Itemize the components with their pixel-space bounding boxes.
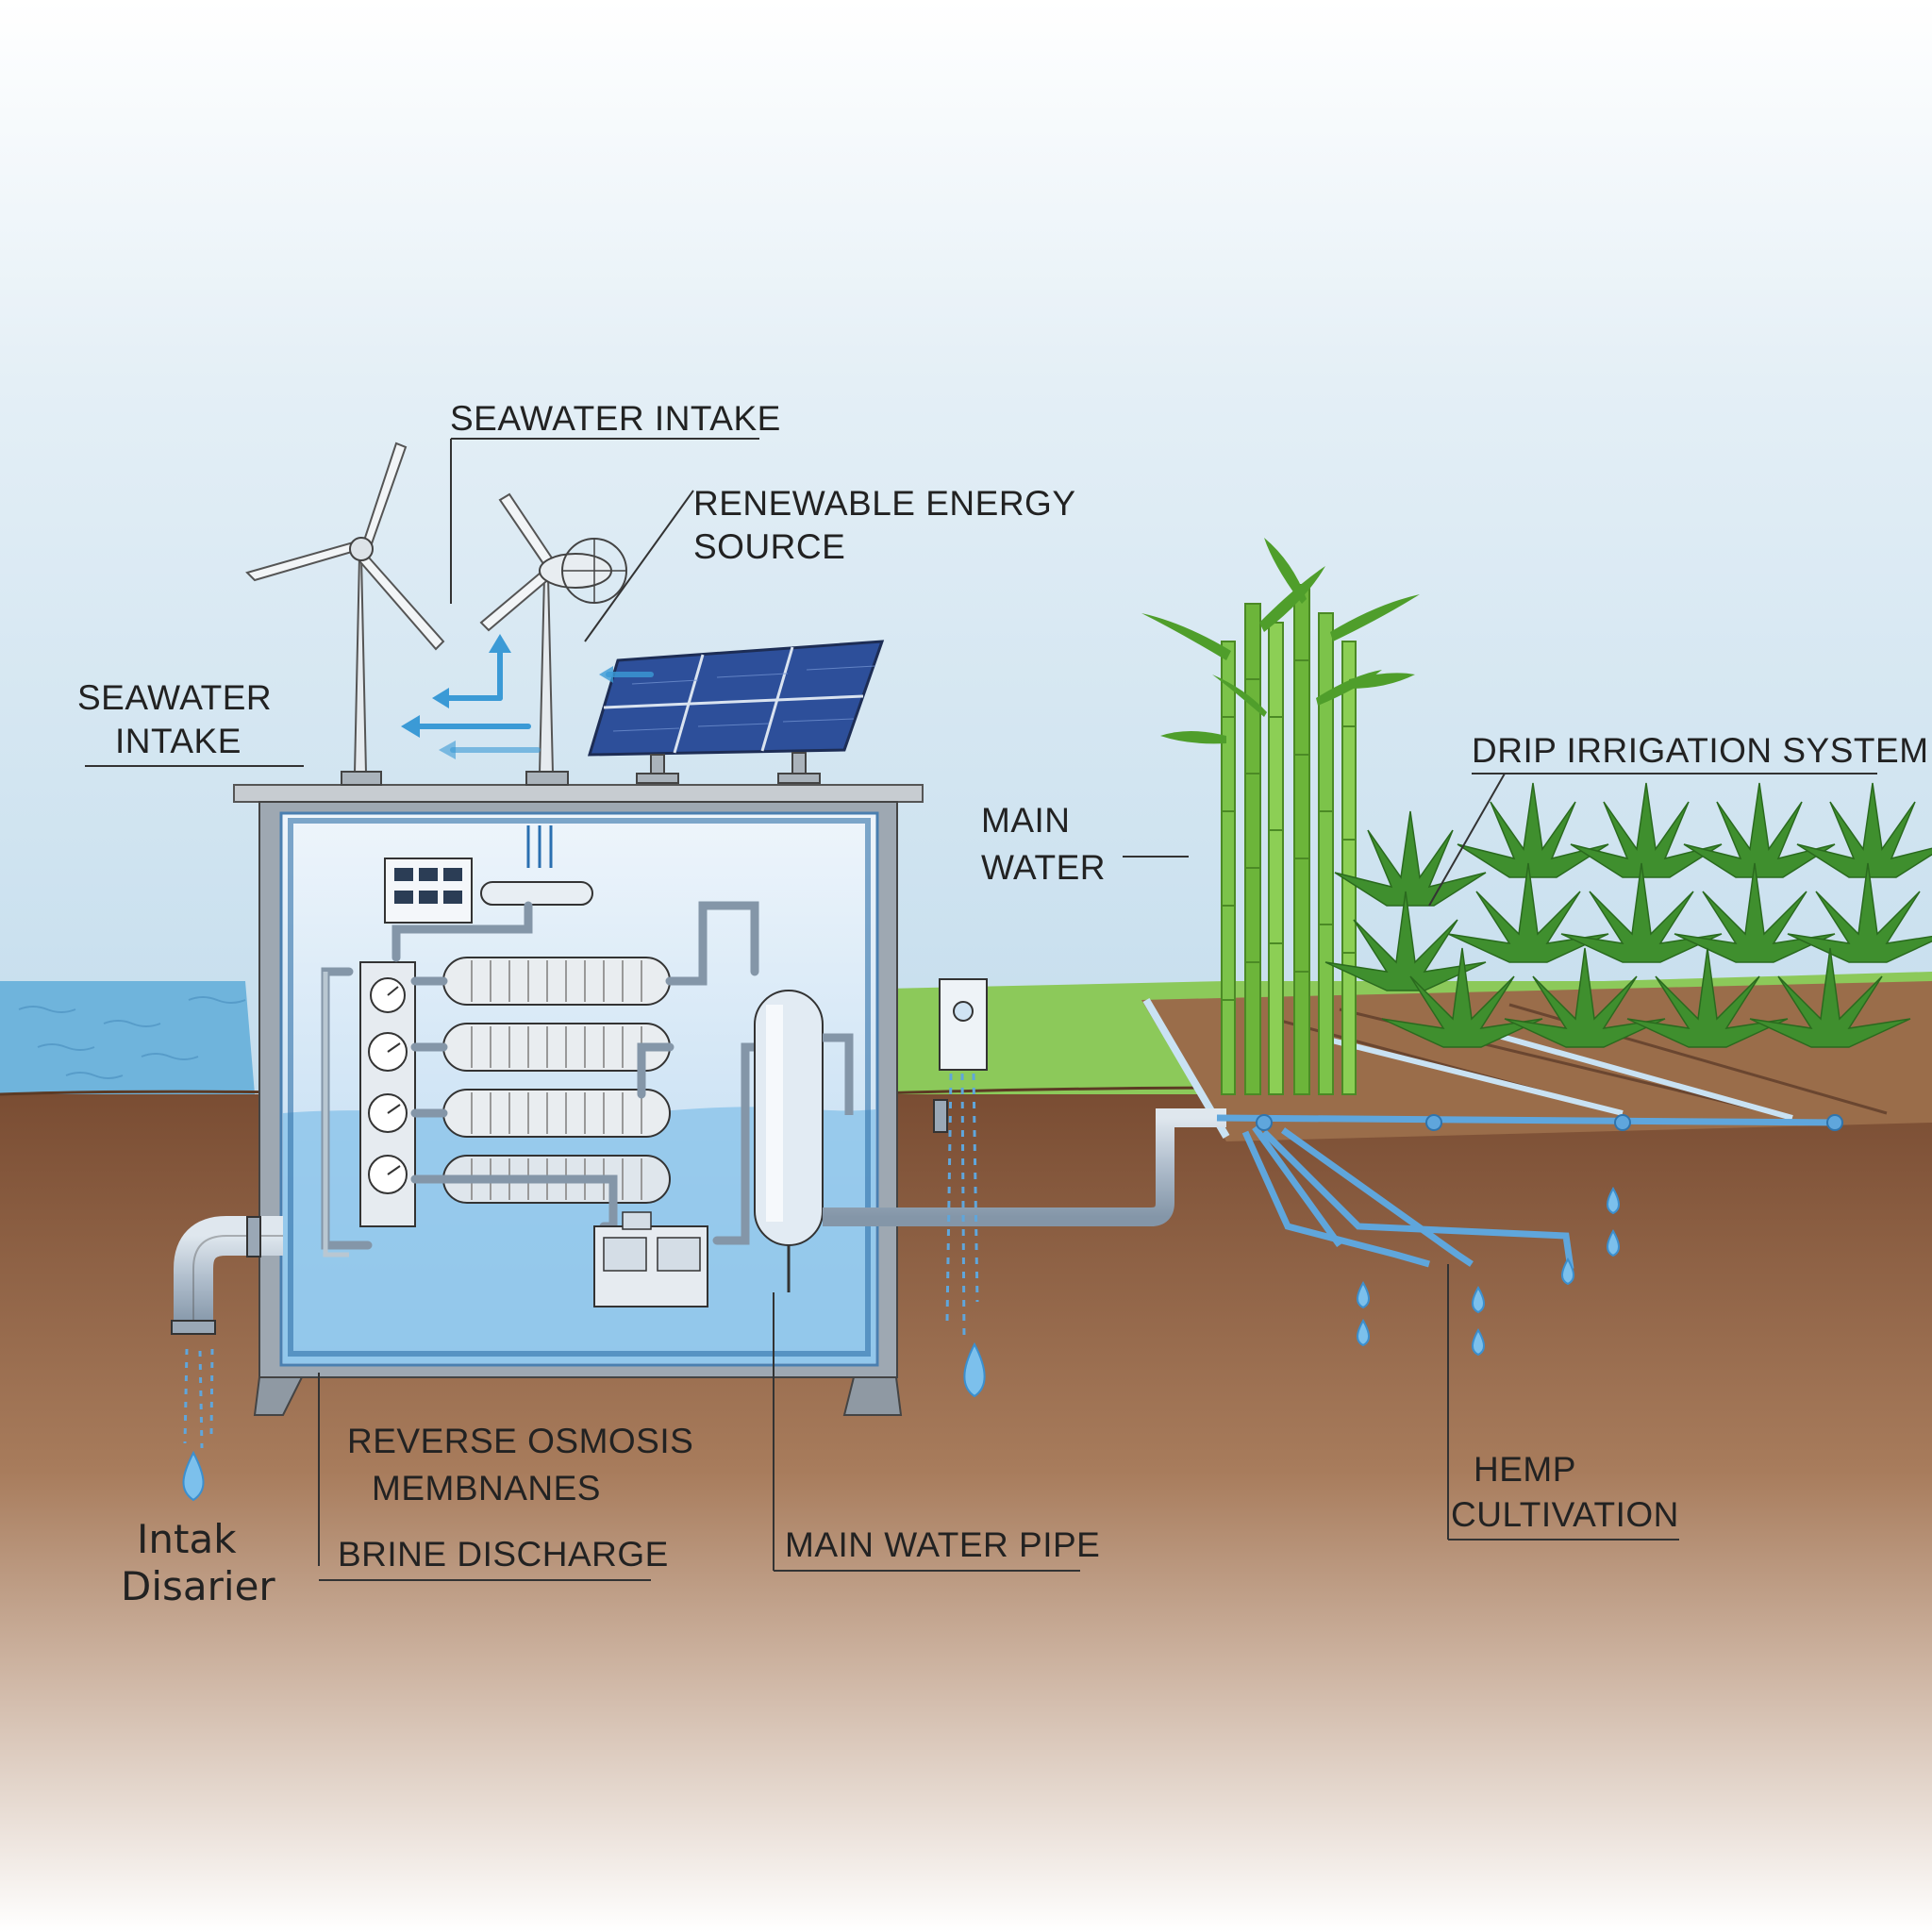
label-reverse-osmosis-line1: REVERSE OSMOSIS: [347, 1422, 693, 1460]
label-renewable-energy-line2: SOURCE: [693, 527, 845, 566]
outflow-stream: [945, 1073, 979, 1341]
label-main-water-line1: MAIN: [981, 801, 1071, 840]
seawater-intake-pipe: [171, 1216, 283, 1335]
hemp-plant-icon: [1324, 782, 1932, 1048]
label-main-water-pipe: MAIN WATER PIPE: [785, 1525, 1100, 1564]
outdoor-valve-box: [939, 978, 988, 1071]
high-pressure-pump: [593, 1211, 708, 1307]
inflow-lines: [526, 825, 553, 868]
label-seawater-intake-top: SEAWATER INTAKE: [450, 399, 781, 438]
label-intake-line1: Intak: [137, 1516, 237, 1562]
leader-lines: [85, 438, 1877, 1581]
flow-arrow-icon: [412, 648, 654, 753]
membrane-3: [442, 1089, 671, 1138]
solar-panel-icon: [587, 640, 885, 784]
drip-irrigation-lines: [1216, 1114, 1840, 1270]
drip-emitters: [1256, 1114, 1843, 1131]
bamboo-icon: [1221, 584, 1357, 1095]
reverse-osmosis-membranes: [442, 957, 671, 1204]
label-seawater-intake-left-line2: INTAKE: [115, 722, 242, 760]
main-water-outlet-pipe: [823, 1033, 1226, 1226]
soil-water-drops: [1357, 1186, 1620, 1357]
label-main-water-line2: WATER: [981, 848, 1106, 887]
pressure-vessel: [754, 990, 824, 1292]
label-seawater-intake-left-line1: SEAWATER: [77, 678, 272, 717]
bamboo-leaves: [1141, 538, 1420, 744]
label-intake-line2: Disarier: [121, 1563, 275, 1609]
wind-turbine-icon: [245, 441, 445, 786]
label-drip-irrigation: DRIP IRRIGATION SYSTEM: [1472, 731, 1929, 770]
label-renewable-energy-line1: RENEWABLE ENERGY: [693, 484, 1076, 523]
control-panel-icon: [384, 858, 473, 924]
label-reverse-osmosis-line2: MEMBNANES: [372, 1469, 601, 1507]
wind-turbine-icon: [479, 492, 627, 786]
tank-water: [283, 1107, 875, 1363]
intake-flow: [183, 1348, 214, 1449]
label-hemp-line1: HEMP: [1474, 1450, 1576, 1489]
pressure-gauge-column: [359, 961, 416, 1227]
label-brine-discharge: BRINE DISCHARGE: [338, 1535, 669, 1574]
flow-arrow-heads: [401, 634, 613, 759]
sea: [0, 981, 255, 1094]
water-drop-icon: [182, 1450, 205, 1502]
water-drop-icon: [963, 1341, 986, 1398]
membrane-2: [442, 1023, 671, 1072]
membrane-1: [442, 957, 671, 1006]
header-manifold: [480, 881, 593, 906]
sea-waves: [18, 996, 246, 1079]
label-hemp-line2: CULTIVATION: [1451, 1495, 1679, 1534]
